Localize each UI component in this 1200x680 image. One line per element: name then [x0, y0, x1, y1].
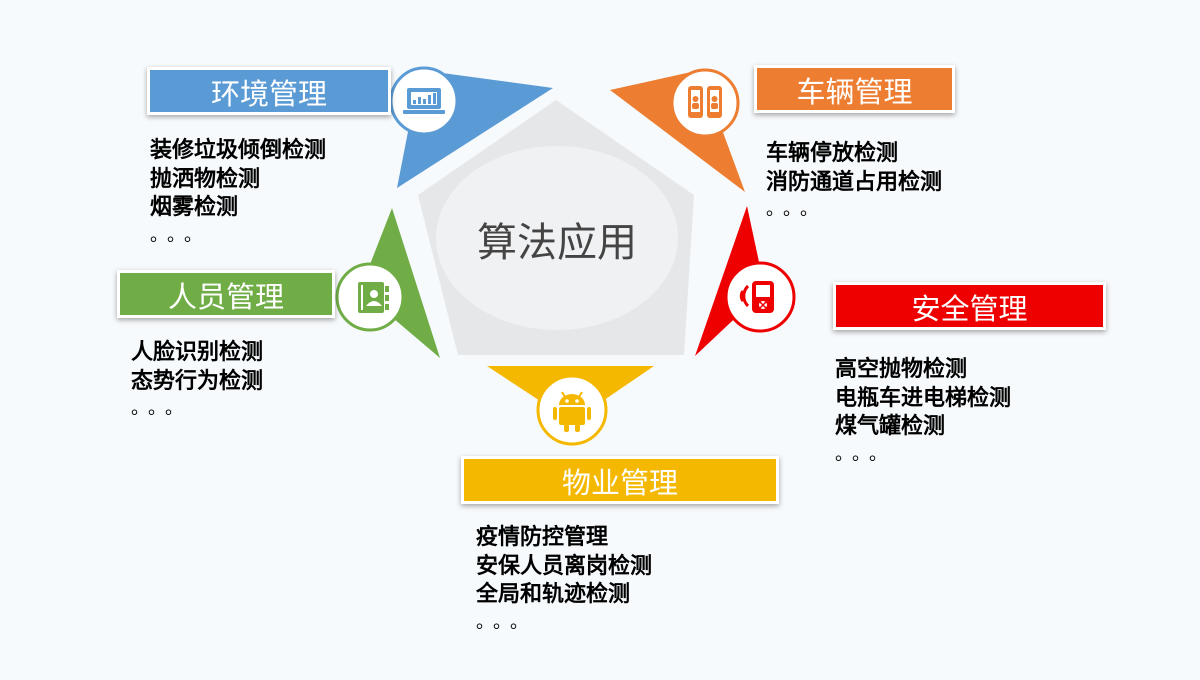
- list-item: 疫情防控管理: [476, 524, 609, 550]
- mobile-device-icon: [724, 261, 796, 333]
- list-item: 安保人员离岗检测: [476, 552, 653, 579]
- mobile-devices-icon: [670, 68, 740, 138]
- list-item: 抛洒物检测: [150, 165, 261, 192]
- list-item: 装修垃圾倾倒检测: [150, 137, 327, 163]
- list-item: 高空抛物检测: [835, 356, 968, 382]
- list-item: 消防通道占用检测: [766, 168, 943, 195]
- property-items: 疫情防控管理 安保人员离岗检测 全局和轨迹检测 。。。: [476, 523, 652, 637]
- list-item: 煤气罐检测: [835, 413, 946, 439]
- contact-book-icon: [335, 262, 405, 332]
- list-item: 。。。: [766, 199, 826, 220]
- center-ellipse: [436, 146, 678, 330]
- list-item: 电瓶车进电梯检测: [835, 384, 1012, 411]
- list-item: 人脸识别检测: [131, 339, 264, 365]
- personnel-title: 人员管理: [117, 270, 335, 318]
- center-label: 算法应用: [477, 220, 637, 266]
- vehicle-title: 车辆管理: [754, 65, 955, 113]
- list-item: 。。。: [150, 224, 210, 246]
- list-item: 车辆停放检测: [766, 140, 899, 166]
- list-item: 。。。: [835, 443, 895, 465]
- list-item: 态势行为检测: [131, 367, 264, 394]
- environment-title: 环境管理: [147, 67, 391, 115]
- laptop-chart-icon: [389, 66, 459, 136]
- android-icon: [536, 374, 608, 446]
- security-items: 高空抛物检测 电瓶车进电梯检测 煤气罐检测 。。。: [835, 355, 1011, 469]
- list-item: 。。。: [131, 398, 191, 419]
- personnel-items: 人脸识别检测 态势行为检测 。。。: [131, 338, 263, 424]
- environment-items: 装修垃圾倾倒检测 抛洒物检测 烟雾检测 。。。: [150, 136, 326, 250]
- list-item: 烟雾检测: [150, 194, 239, 220]
- property-title: 物业管理: [461, 456, 779, 504]
- vehicle-items: 车辆停放检测 消防通道占用检测 。。。: [766, 139, 942, 225]
- security-title: 安全管理: [833, 282, 1106, 330]
- list-item: 。。。: [476, 611, 536, 633]
- list-item: 全局和轨迹检测: [476, 581, 631, 607]
